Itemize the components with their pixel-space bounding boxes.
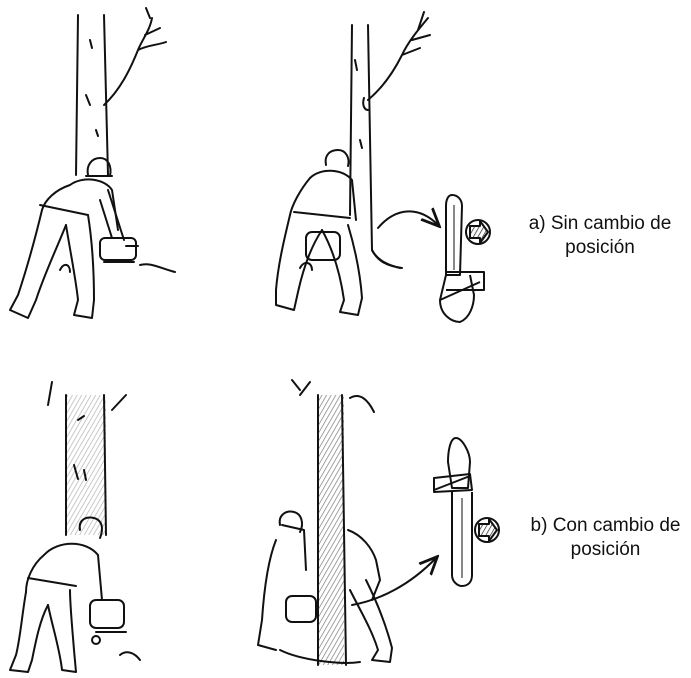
worker-figure: [9, 516, 141, 673]
worker-figure: [275, 149, 403, 316]
caption-b-line1: b) Con cambio de: [530, 515, 681, 536]
caption-b: b) Con cambio de posición: [518, 514, 691, 562]
tree-branch: [103, 7, 167, 106]
tree-trunk: [349, 11, 431, 269]
tree-branch: [47, 381, 127, 411]
caption-a: a) Sin cambio de posición: [515, 212, 685, 260]
caption-a-line2: posición: [565, 237, 635, 258]
caption-a-line1: a) Sin cambio de: [528, 213, 672, 234]
panel-bottom-right: [257, 379, 436, 666]
tree-trunk: [75, 7, 167, 176]
tree-trunk: [47, 381, 127, 536]
motion-arrow: [377, 211, 438, 229]
tree-branch: [291, 379, 375, 413]
tree-trunk: [291, 379, 375, 666]
chainsaw-bar-icon: [439, 194, 491, 323]
panel-top-left: [9, 7, 176, 319]
tree-branch: [362, 11, 431, 111]
panel-top-right: [275, 11, 438, 316]
chainsaw-bar-icon: [433, 437, 500, 587]
worker-figure: [9, 157, 176, 319]
caption-b-line2: posición: [570, 539, 641, 560]
motion-arrow: [351, 558, 436, 606]
worker-figure: [257, 510, 393, 664]
panel-bottom-left: [9, 381, 141, 673]
